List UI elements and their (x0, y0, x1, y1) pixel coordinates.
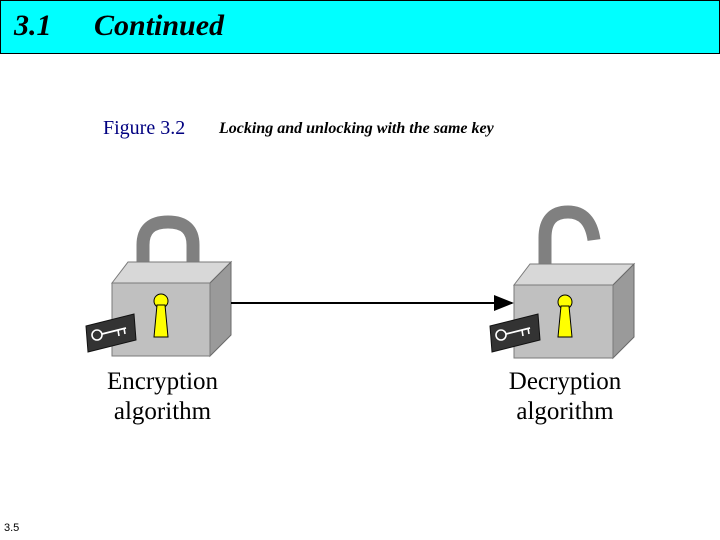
encryption-label: Encryption algorithm (80, 367, 245, 427)
encryption-label-line1: Encryption (106, 368, 219, 395)
keyhole-icon (153, 293, 169, 338)
key-icon (489, 313, 541, 353)
section-number: 3.1 (14, 9, 52, 42)
decryption-padlock-icon (489, 205, 636, 360)
figure-caption: Locking and unlocking with the same key (219, 120, 494, 137)
title-bar: 3.1 Continued (0, 0, 720, 54)
section-title: Continued (94, 9, 225, 42)
decryption-label: Decryption algorithm (480, 367, 650, 427)
slide-number: 3.5 (4, 522, 20, 534)
lock-diagram (85, 205, 636, 360)
open-shackle (538, 205, 601, 270)
encryption-padlock-icon (85, 215, 233, 358)
key-icon (85, 313, 137, 353)
decryption-label-line1: Decryption (508, 368, 622, 395)
closed-shackle (136, 215, 200, 272)
keyhole-icon (557, 294, 573, 338)
figure-label: Figure 3.2 (103, 117, 186, 139)
encryption-label-line2: algorithm (113, 398, 212, 425)
decryption-label-line2: algorithm (516, 398, 614, 425)
